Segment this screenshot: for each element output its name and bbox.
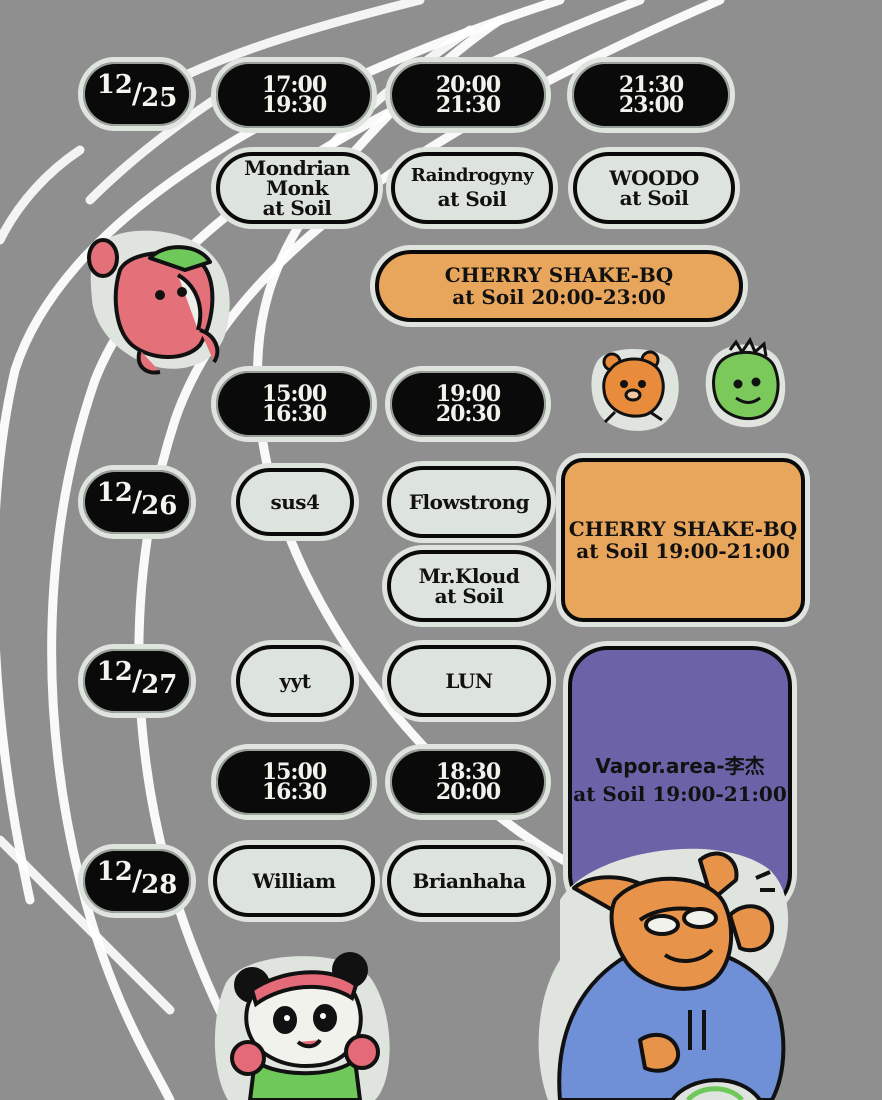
green-monster-icon bbox=[705, 336, 786, 428]
hoodie-dog-mascot-icon bbox=[538, 848, 789, 1100]
artist-lun: LUN bbox=[387, 645, 551, 717]
date-12-26: 12/26 bbox=[78, 465, 196, 539]
artist-brianhaha: Brianhaha bbox=[387, 845, 551, 917]
artist-william: William bbox=[213, 845, 375, 917]
artist-flowstrong: Flowstrong bbox=[387, 466, 551, 538]
bear-mascot-icon bbox=[591, 348, 679, 431]
date-12-28: 12/28 bbox=[78, 844, 196, 918]
date-12-25: 12/25 bbox=[78, 57, 196, 131]
dog-mascot-icon bbox=[87, 230, 230, 375]
artist-yyt: yyt bbox=[236, 645, 354, 717]
artist-sus4: sus4 bbox=[236, 468, 354, 536]
date-12-27: 12/27 bbox=[78, 644, 196, 718]
panda-mascot-icon bbox=[214, 952, 390, 1100]
